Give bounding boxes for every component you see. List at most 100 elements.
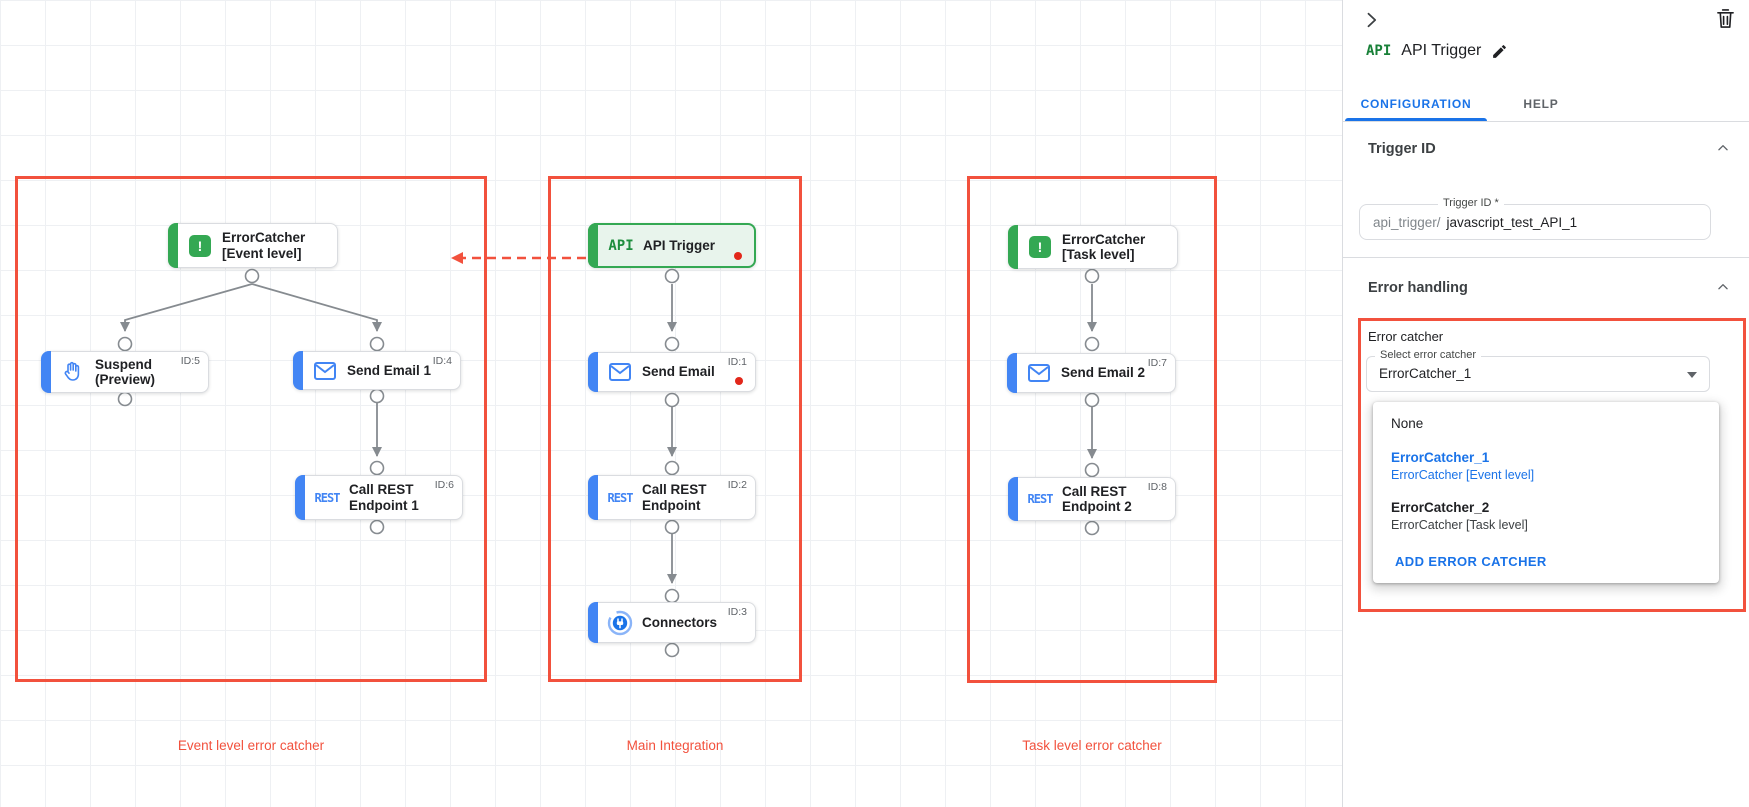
flow-canvas[interactable]: ! ErrorCatcher [Event level] Suspend (Pr…	[0, 0, 1342, 807]
node-title: API Trigger	[643, 237, 716, 253]
node-accent-bar	[41, 351, 51, 393]
error-handling-section-heading: Error handling	[1368, 280, 1468, 296]
config-panel: API API Trigger CONFIGURATION HELP Trigg…	[1342, 0, 1749, 807]
main-integration-group-box	[548, 176, 802, 682]
event-error-catcher-group-box	[15, 176, 487, 682]
node-accent-bar	[588, 475, 598, 520]
connector-plug-icon	[607, 610, 633, 636]
api-type-badge: API	[1366, 43, 1392, 59]
node-accent-bar	[1008, 225, 1018, 269]
node-subtitle: Endpoint	[642, 497, 701, 513]
email-icon	[1026, 363, 1052, 383]
error-catcher-select[interactable]: Select error catcher ErrorCatcher_1	[1366, 349, 1710, 392]
trash-icon	[1716, 8, 1735, 29]
error-catcher-dropdown: None ErrorCatcher_1 ErrorCatcher [Event …	[1373, 402, 1719, 583]
active-tab-indicator	[1345, 118, 1487, 121]
select-value: ErrorCatcher_1	[1379, 366, 1472, 381]
node-accent-bar	[295, 475, 305, 520]
add-error-catcher-button[interactable]: ADD ERROR CATCHER	[1395, 554, 1547, 569]
node-suspend[interactable]: Suspend (Preview) ID:5	[41, 351, 209, 393]
node-title: Call REST	[349, 482, 414, 497]
node-title: Send Email 2	[1061, 365, 1146, 381]
chevron-up-icon	[1715, 280, 1731, 294]
tab-configuration[interactable]: CONFIGURATION	[1343, 86, 1489, 121]
node-subtitle: Endpoint 2	[1062, 499, 1132, 514]
error-indicator-dot	[735, 377, 743, 385]
node-send-email-1[interactable]: Send Email 1 ID:4	[293, 351, 461, 390]
delete-trigger-button[interactable]	[1716, 8, 1735, 29]
node-title: ErrorCatcher	[1062, 231, 1146, 247]
node-id-badge: ID:5	[180, 355, 200, 367]
node-send-email-2[interactable]: Send Email 2 ID:7	[1007, 353, 1176, 393]
node-subtitle: [Task level]	[1062, 247, 1135, 262]
dropdown-arrow-icon	[1687, 372, 1697, 378]
node-accent-bar	[588, 602, 598, 643]
rest-icon: REST	[1027, 492, 1054, 506]
node-accent-bar	[1008, 477, 1018, 521]
error-indicator-dot	[734, 252, 742, 260]
error-catcher-icon: !	[187, 234, 213, 257]
main-group-caption: Main Integration	[626, 738, 724, 753]
node-accent-bar	[293, 351, 303, 390]
chevron-up-icon	[1715, 141, 1731, 155]
dropdown-option-errorcatcher-1[interactable]: ErrorCatcher_1 ErrorCatcher [Event level…	[1391, 450, 1535, 482]
trigger-id-prefix: api_trigger/	[1373, 214, 1441, 230]
node-id-badge: ID:4	[432, 355, 452, 367]
node-accent-bar	[588, 352, 598, 392]
node-id-badge: ID:8	[1147, 481, 1167, 493]
node-id-badge: ID:7	[1147, 357, 1167, 369]
node-title: Connectors	[642, 614, 718, 630]
trigger-id-section-heading: Trigger ID	[1368, 141, 1436, 157]
collapse-trigger-id-button[interactable]	[1715, 141, 1731, 155]
tab-help[interactable]: HELP	[1523, 96, 1559, 111]
node-id-badge: ID:1	[727, 356, 747, 368]
rest-icon: REST	[314, 490, 341, 505]
panel-title: API Trigger	[1401, 42, 1482, 59]
trigger-id-field[interactable]: Trigger ID * api_trigger/ javascript_tes…	[1359, 197, 1711, 240]
collapse-error-handling-button[interactable]	[1715, 280, 1731, 294]
node-id-badge: ID:6	[434, 479, 454, 491]
node-connectors[interactable]: Connectors ID:3	[588, 602, 756, 643]
node-errorcatcher-event[interactable]: ! ErrorCatcher [Event level]	[168, 223, 338, 268]
chevron-right-icon	[1361, 10, 1381, 30]
dropdown-option-errorcatcher-2[interactable]: ErrorCatcher_2 ErrorCatcher [Task level]	[1391, 500, 1528, 532]
node-call-rest-endpoint-2[interactable]: REST Call REST Endpoint 2 ID:8	[1008, 477, 1176, 521]
email-icon	[607, 362, 633, 382]
error-catcher-label: Error catcher	[1368, 329, 1444, 344]
node-title: Call REST	[1062, 483, 1127, 499]
node-api-trigger[interactable]: API API Trigger	[588, 223, 756, 268]
error-catcher-icon: !	[1027, 236, 1053, 258]
section-divider	[1343, 257, 1749, 258]
node-send-email[interactable]: Send Email ID:1	[588, 352, 756, 392]
node-call-rest-endpoint[interactable]: REST Call REST Endpoint ID:2	[588, 475, 756, 520]
node-subtitle: [Event level]	[222, 245, 302, 261]
node-title: Call REST	[642, 482, 707, 497]
collapse-panel-button[interactable]	[1361, 10, 1381, 30]
node-accent-bar	[588, 223, 598, 268]
node-subtitle: (Preview)	[95, 372, 156, 387]
hand-icon	[60, 360, 86, 384]
node-accent-bar	[1007, 353, 1017, 393]
task-group-caption: Task level error catcher	[1022, 738, 1162, 753]
task-error-catcher-group-box	[967, 176, 1217, 683]
node-title: ErrorCatcher	[222, 230, 306, 245]
error-catcher-highlight-frame	[1358, 318, 1746, 612]
rest-icon: REST	[607, 490, 634, 505]
node-errorcatcher-task[interactable]: ! ErrorCatcher [Task level]	[1008, 225, 1178, 269]
panel-tabs: CONFIGURATION HELP	[1343, 86, 1749, 122]
node-title: Send Email	[642, 364, 715, 380]
pencil-icon	[1491, 43, 1508, 60]
node-id-badge: ID:2	[727, 479, 747, 491]
node-title: Send Email 1	[347, 362, 432, 378]
node-call-rest-endpoint-1[interactable]: REST Call REST Endpoint 1 ID:6	[295, 475, 463, 520]
node-id-badge: ID:3	[727, 606, 747, 618]
event-group-caption: Event level error catcher	[177, 738, 325, 753]
trigger-id-value[interactable]: javascript_test_API_1	[1446, 214, 1578, 230]
trigger-id-field-label: Trigger ID *	[1438, 197, 1504, 209]
api-trigger-icon: API	[608, 237, 634, 254]
dropdown-option-none[interactable]: None	[1391, 416, 1424, 431]
edit-title-button[interactable]	[1491, 43, 1508, 60]
node-subtitle: Endpoint 1	[349, 497, 419, 513]
node-title: Suspend	[95, 356, 153, 372]
email-icon	[312, 361, 338, 381]
